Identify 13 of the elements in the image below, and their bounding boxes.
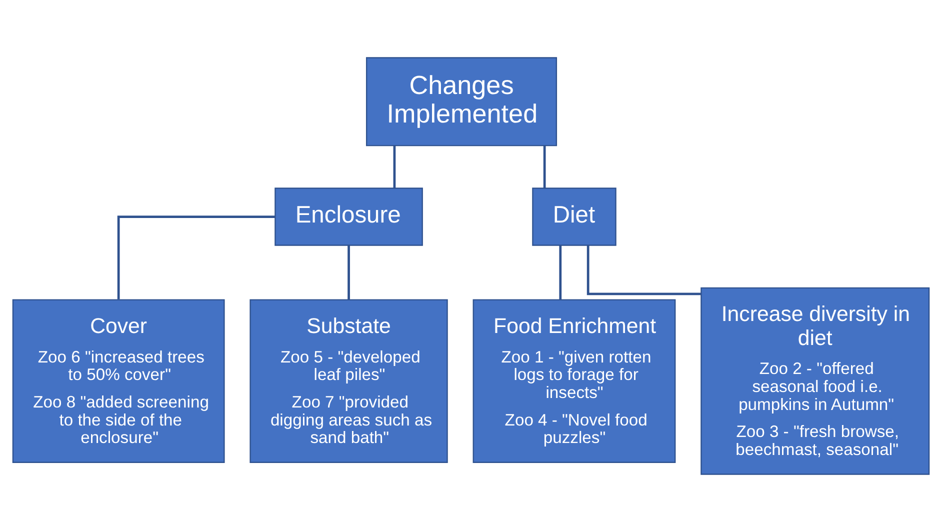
node-box: Food Enrichment Zoo 1 - "given rotten logs to forage for insects" Zoo 4 - "Novel food puzzles" [472, 299, 676, 463]
node-box: Cover Zoo 6 "increased trees to 50% cover" Zoo 8 "added screening to the side of the enclosure" [12, 299, 225, 463]
node-box: Changes Implemented [366, 57, 558, 146]
connector [586, 245, 701, 296]
connector [559, 245, 562, 300]
node-box: Diet [532, 188, 616, 246]
node-box: Enclosure [274, 188, 423, 246]
connector [117, 216, 275, 300]
connector [393, 146, 396, 188]
connector [348, 245, 350, 300]
node-box: Increase diversity in diet Zoo 2 - "offered seasonal food i.e. pumpkins in Autumn" Zoo 3 - "fresh browse, beechmast, seasonal" [700, 287, 930, 475]
node-box: Substate Zoo 5 - "developed leaf piles" Zoo 7 "provided digging areas such as sand bath" [250, 299, 448, 463]
connector [543, 146, 546, 188]
